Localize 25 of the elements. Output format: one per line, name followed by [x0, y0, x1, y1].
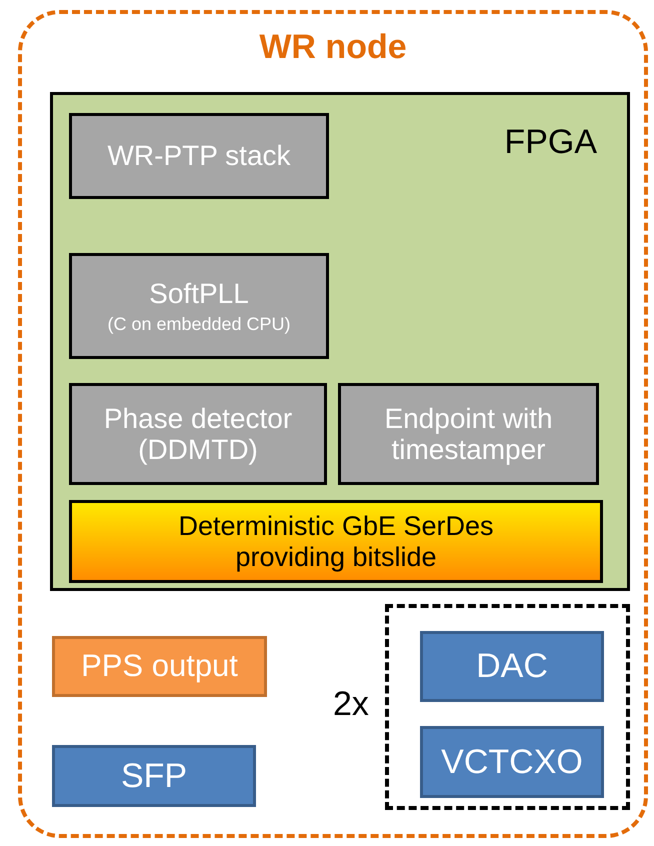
block-label: SoftPLL: [149, 278, 249, 310]
node-frame: [18, 10, 648, 838]
fpga-block: [50, 92, 630, 591]
block-label: VCTCXO: [441, 742, 583, 782]
module-box: [69, 253, 329, 359]
component-box: [420, 631, 604, 702]
component-box: [420, 726, 604, 798]
output-box: [52, 636, 267, 697]
serdes-block: [69, 500, 603, 583]
block-label: SFP: [120, 756, 188, 796]
block-label: WR-PTP stack: [107, 140, 291, 172]
block-label: Deterministic GbE SerDes providing bitslide: [177, 511, 495, 572]
block-label: DAC: [476, 647, 548, 686]
block-label: Phase detector (DDMTD): [102, 402, 294, 466]
block-title: FPGA: [504, 123, 597, 162]
dashed-group-box: [385, 604, 630, 810]
module-box: [69, 113, 329, 199]
module-box: [69, 383, 327, 485]
component-box: [52, 745, 256, 807]
multiplier-label: 2x: [333, 685, 369, 724]
block-title: WR node: [259, 28, 407, 66]
block-label: PPS output: [81, 649, 238, 684]
block-subtitle: (C on embedded CPU): [107, 314, 291, 334]
module-box: [338, 383, 599, 485]
block-label: Endpoint with timestamper: [383, 402, 554, 466]
